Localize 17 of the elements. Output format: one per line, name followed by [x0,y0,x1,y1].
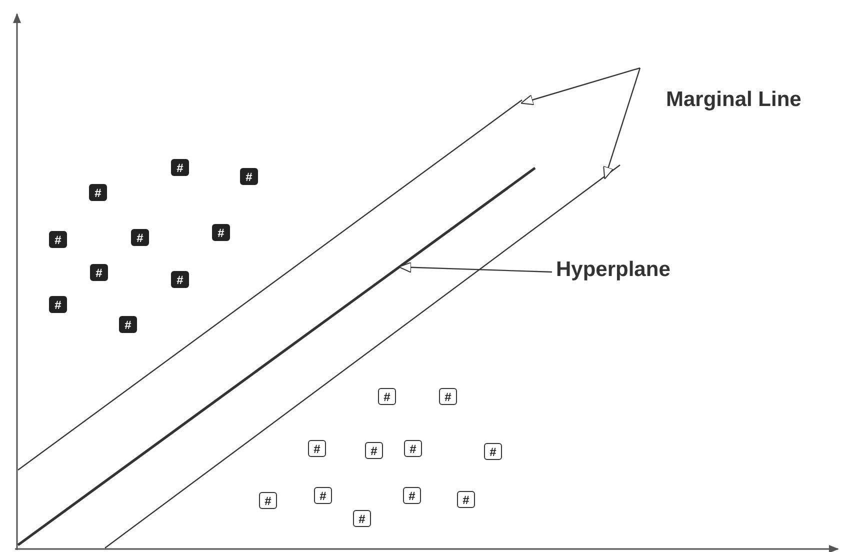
data-point-marker: # [240,168,258,185]
data-point-marker: # [484,443,502,460]
data-point-marker: # [439,388,457,405]
data-point-marker: # [308,440,326,457]
margin-line [18,100,522,470]
leader-line [520,67,640,106]
data-point-marker: # [212,224,230,241]
annotation-label: Hyperplane [556,258,670,282]
leader-line [603,68,641,180]
data-point-marker: # [365,442,383,459]
annotation-label: Marginal Line [666,88,802,112]
data-point-marker: # [404,440,422,457]
leader-line [398,262,552,273]
data-point-marker: # [171,271,189,288]
data-point-marker: # [378,388,396,405]
data-point-marker: # [131,229,149,246]
data-point-marker: # [119,316,137,333]
